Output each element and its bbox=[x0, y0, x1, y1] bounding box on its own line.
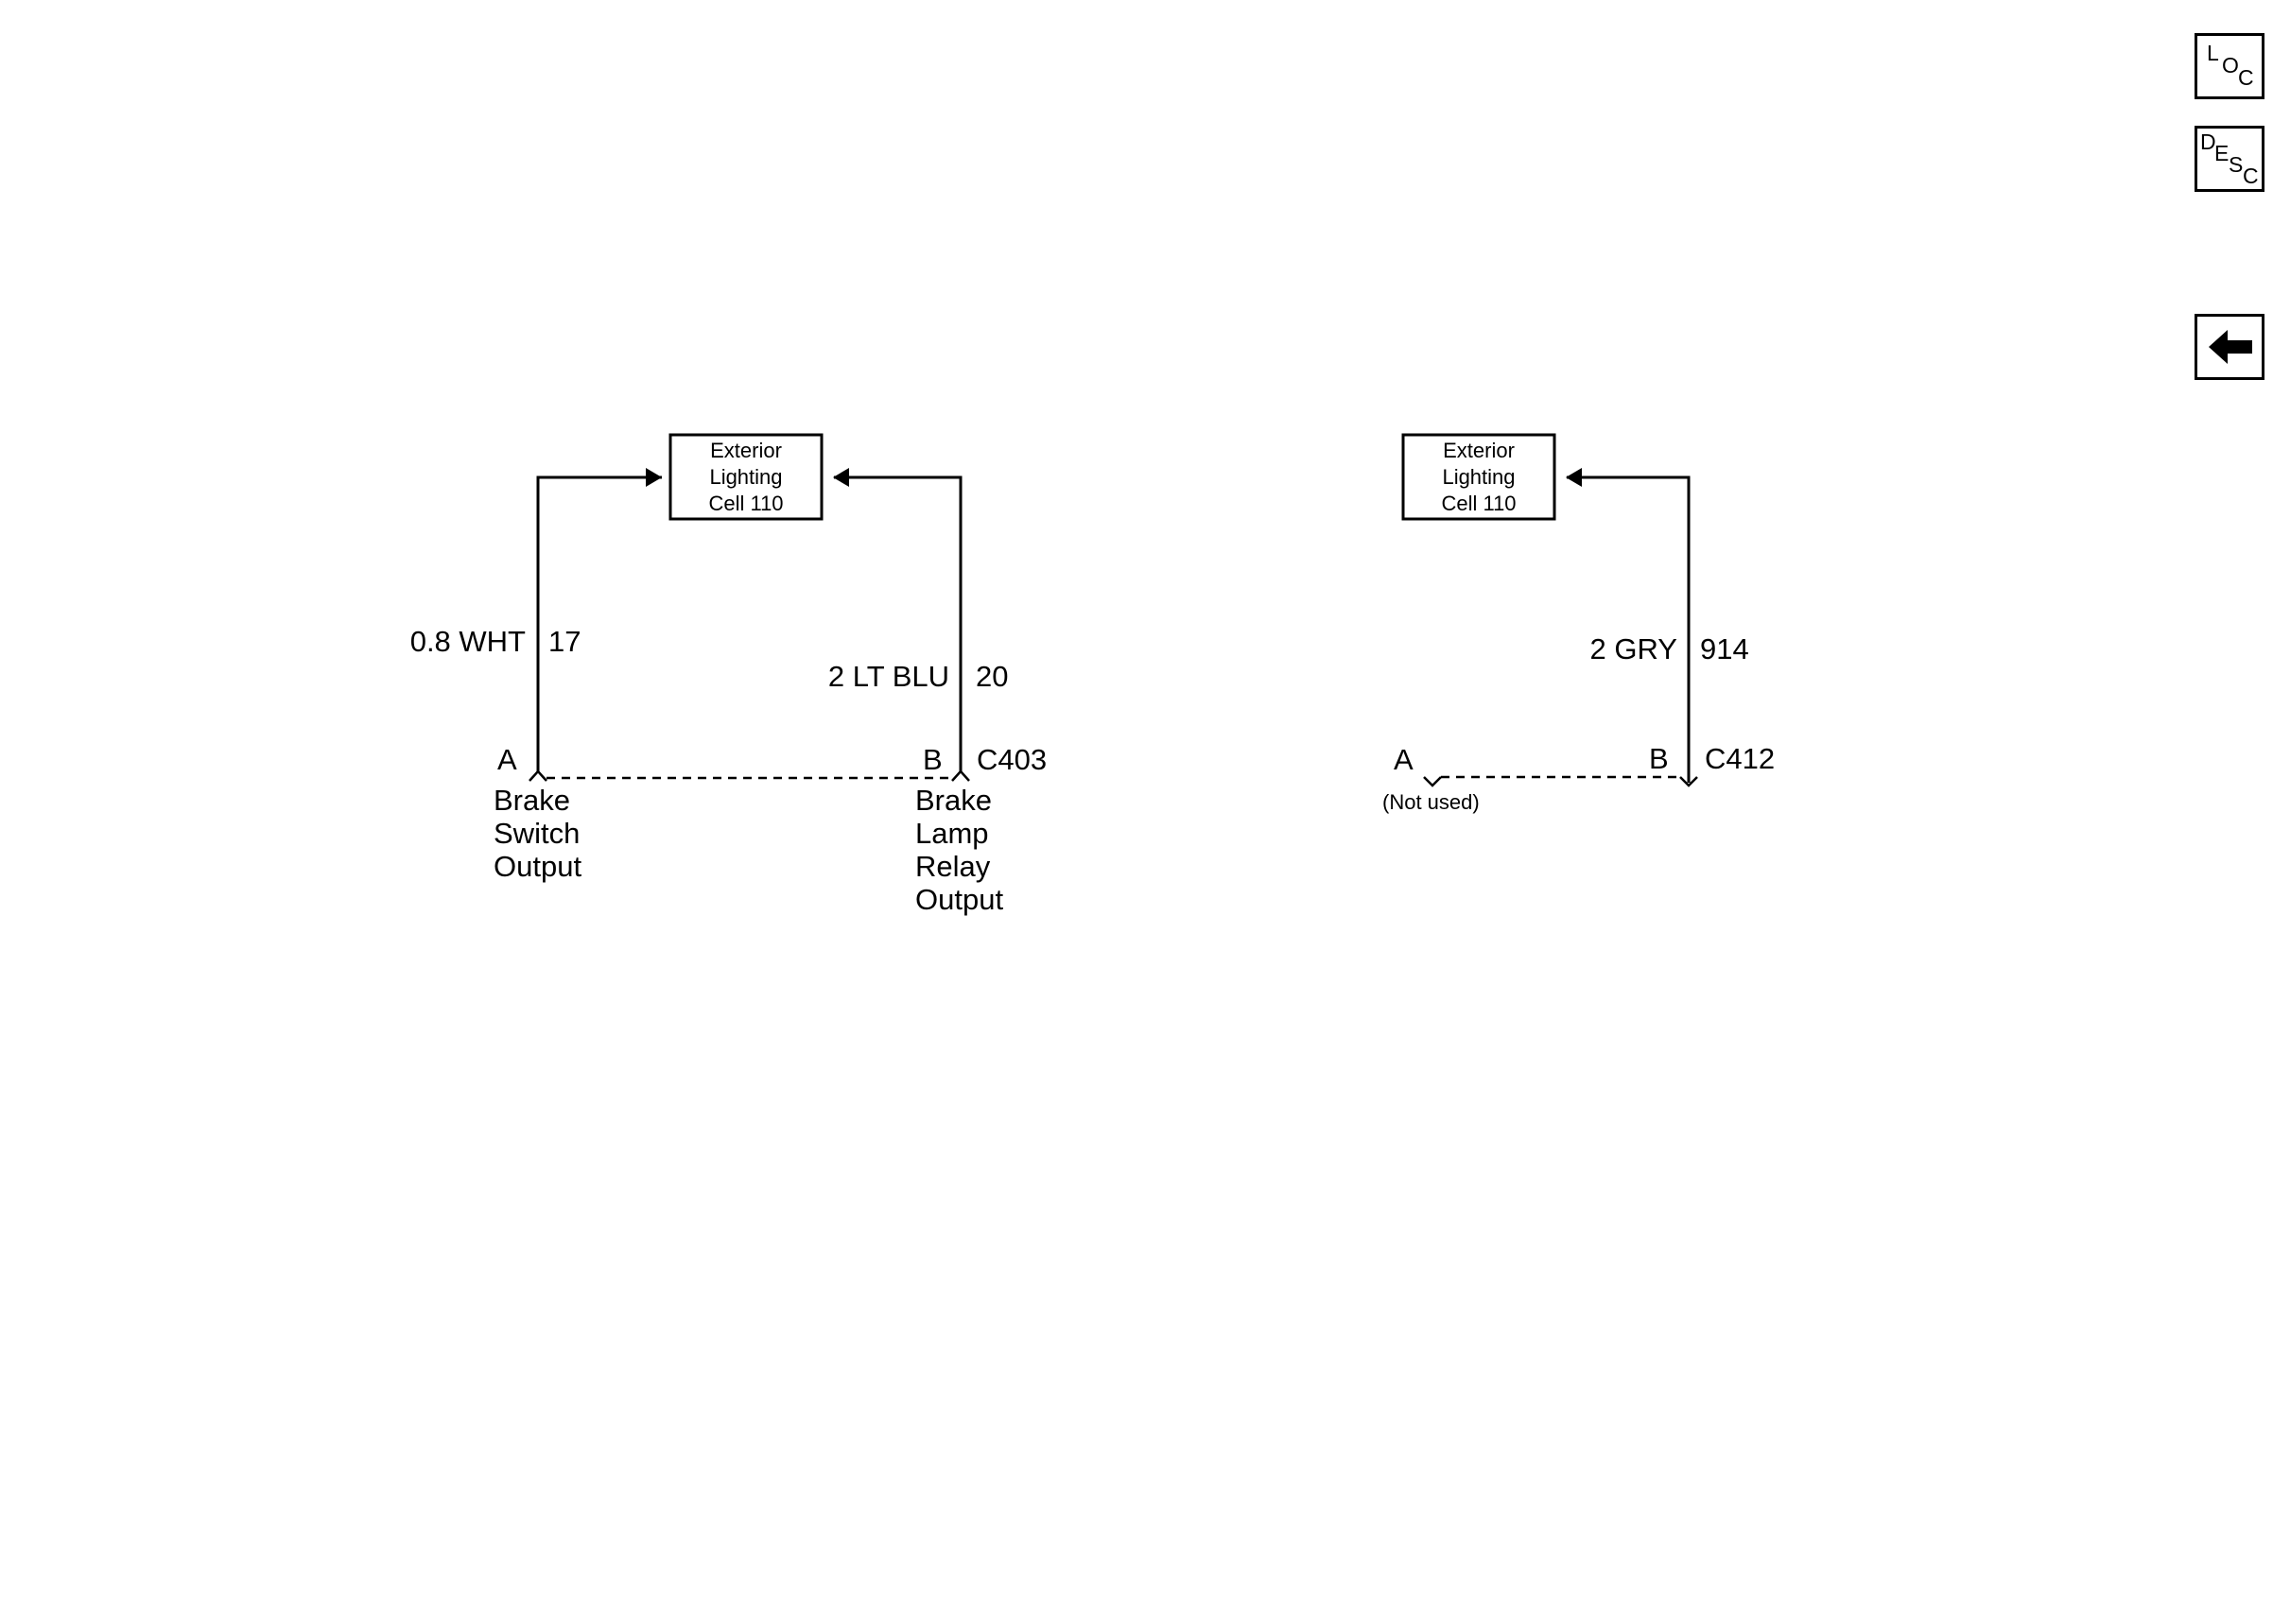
left-arrow-icon bbox=[2209, 330, 2252, 364]
pin-b-label-line: Output bbox=[915, 883, 1003, 916]
pin-a-label-line: Switch bbox=[494, 817, 580, 850]
connector-name: C412 bbox=[1705, 742, 1775, 775]
circuit-number-label: 914 bbox=[1700, 632, 1749, 665]
connector-pin-b-icon bbox=[951, 769, 970, 782]
left-circuit: Exterior Lighting Cell 110 0.8 WHT 17 2 … bbox=[410, 433, 1047, 916]
arrow-into-component-icon bbox=[833, 468, 849, 487]
wire-circuit-20 bbox=[834, 475, 963, 773]
pin-b-label-line: Brake bbox=[915, 784, 992, 817]
exterior-lighting-component-box[interactable] bbox=[1401, 433, 1556, 521]
desc-letter: D bbox=[2200, 130, 2216, 154]
desc-letter: S bbox=[2229, 152, 2244, 177]
component-label-line2: Lighting bbox=[1442, 465, 1515, 489]
wire-size-color-label: 2 GRY bbox=[1590, 632, 1677, 665]
pin-letter-b: B bbox=[1649, 742, 1669, 775]
wire-size-color-label: 2 LT BLU bbox=[828, 660, 949, 693]
pin-b-label-line: Relay bbox=[915, 850, 991, 883]
connector-pin-a-icon bbox=[529, 769, 547, 782]
loc-letter: C bbox=[2238, 65, 2254, 90]
component-label-line3: Cell 110 bbox=[1441, 492, 1516, 515]
connector-pin-a-icon bbox=[1423, 776, 1442, 787]
wire-circuit-17 bbox=[536, 475, 662, 773]
connector-name: C403 bbox=[977, 743, 1047, 776]
pin-b-label-line: Lamp bbox=[915, 817, 989, 850]
pin-letter-b: B bbox=[923, 743, 943, 776]
desc-letter: E bbox=[2214, 141, 2230, 165]
pin-a-not-used-note: (Not used) bbox=[1382, 790, 1480, 814]
description-button[interactable]: D E S C bbox=[2195, 126, 2264, 192]
circuit-number-label: 17 bbox=[548, 625, 581, 658]
component-label-line3: Cell 110 bbox=[708, 492, 783, 515]
exterior-lighting-component-box[interactable] bbox=[668, 433, 824, 521]
arrow-into-component-icon bbox=[1566, 468, 1582, 487]
component-label-line1: Exterior bbox=[710, 439, 782, 462]
arrow-into-component-icon bbox=[646, 468, 662, 487]
location-button[interactable]: L O C bbox=[2195, 33, 2264, 99]
desc-letter: C bbox=[2243, 164, 2259, 188]
pin-letter-a: A bbox=[1394, 743, 1414, 776]
component-label-line2: Lighting bbox=[709, 465, 782, 489]
wire-size-color-label: 0.8 WHT bbox=[410, 625, 526, 658]
loc-letter: O bbox=[2222, 53, 2239, 78]
right-circuit: Exterior Lighting Cell 110 2 GRY 914 A B… bbox=[1382, 433, 1775, 814]
pin-letter-a: A bbox=[497, 743, 517, 776]
connector-pin-b-icon bbox=[1679, 776, 1698, 787]
pin-a-label-line: Brake bbox=[494, 784, 570, 817]
loc-letter: L bbox=[2207, 41, 2219, 65]
back-button[interactable] bbox=[2195, 314, 2264, 380]
pin-a-label-line: Output bbox=[494, 850, 581, 883]
wire-circuit-914 bbox=[1567, 475, 1691, 783]
circuit-number-label: 20 bbox=[976, 660, 1008, 693]
component-label-line1: Exterior bbox=[1443, 439, 1515, 462]
